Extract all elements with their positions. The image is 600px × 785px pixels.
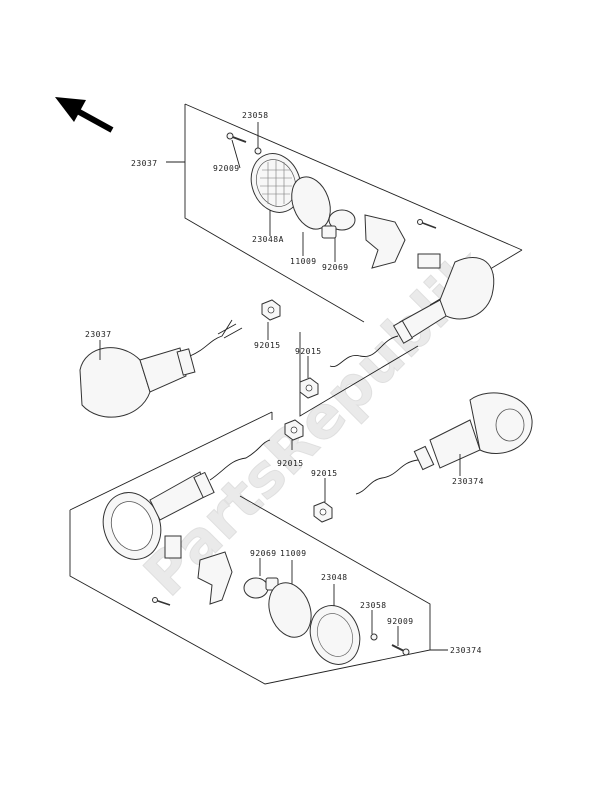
label-92015-d: 92015 — [311, 469, 338, 478]
label-92009-bottom: 92009 — [387, 617, 414, 626]
label-23048-bottom: 23048 — [321, 573, 348, 582]
nut-92015-left — [261, 299, 281, 321]
upper-screw — [226, 132, 247, 143]
nut-92015-lower — [284, 419, 304, 441]
nut-92015-far-lower — [313, 501, 333, 523]
lower-washer — [370, 633, 378, 641]
lower-left-signal-housing — [102, 439, 271, 560]
upper-gasket-ring — [291, 176, 331, 230]
lower-socket-bracket — [197, 551, 233, 605]
upper-socket-bracket — [364, 214, 406, 269]
label-230374-right: 230374 — [452, 477, 484, 486]
label-92069-bottom: 92069 — [250, 549, 277, 558]
upper-clip-screw — [417, 219, 441, 269]
label-92015-a: 92015 — [254, 341, 281, 350]
lower-right-signal-housing — [355, 392, 533, 495]
lower-clip — [164, 535, 182, 559]
label-23037-left: 23037 — [85, 330, 112, 339]
lower-gasket-ring — [268, 582, 312, 638]
upper-lens-part — [250, 153, 302, 213]
label-23058-bottom: 23058 — [360, 601, 387, 610]
label-92069-top: 92069 — [322, 263, 349, 272]
leader-lines — [99, 122, 461, 646]
nut-92015-upper — [299, 377, 319, 399]
upper-washer — [254, 147, 262, 155]
label-92015-c: 92015 — [277, 459, 304, 468]
lower-screw-left — [152, 597, 171, 606]
arrow-up-left-icon — [55, 97, 114, 133]
label-11009-top: 11009 — [290, 257, 317, 266]
label-23058-top: 23058 — [242, 111, 269, 120]
lower-assembly-outline — [69, 411, 448, 685]
label-11009-bottom: 11009 — [280, 549, 307, 558]
upper-right-signal-housing — [329, 257, 495, 367]
left-signal-housing — [79, 319, 243, 418]
lower-lens-part — [309, 605, 361, 665]
label-230374-bottom: 230374 — [450, 646, 482, 655]
label-23037-top: 23037 — [131, 159, 158, 168]
lower-screw-right — [391, 644, 410, 656]
label-92015-b: 92015 — [295, 347, 322, 356]
upper-bulb-part — [321, 209, 356, 239]
label-23048a: 23048A — [252, 235, 284, 244]
label-92009-top: 92009 — [213, 164, 240, 173]
